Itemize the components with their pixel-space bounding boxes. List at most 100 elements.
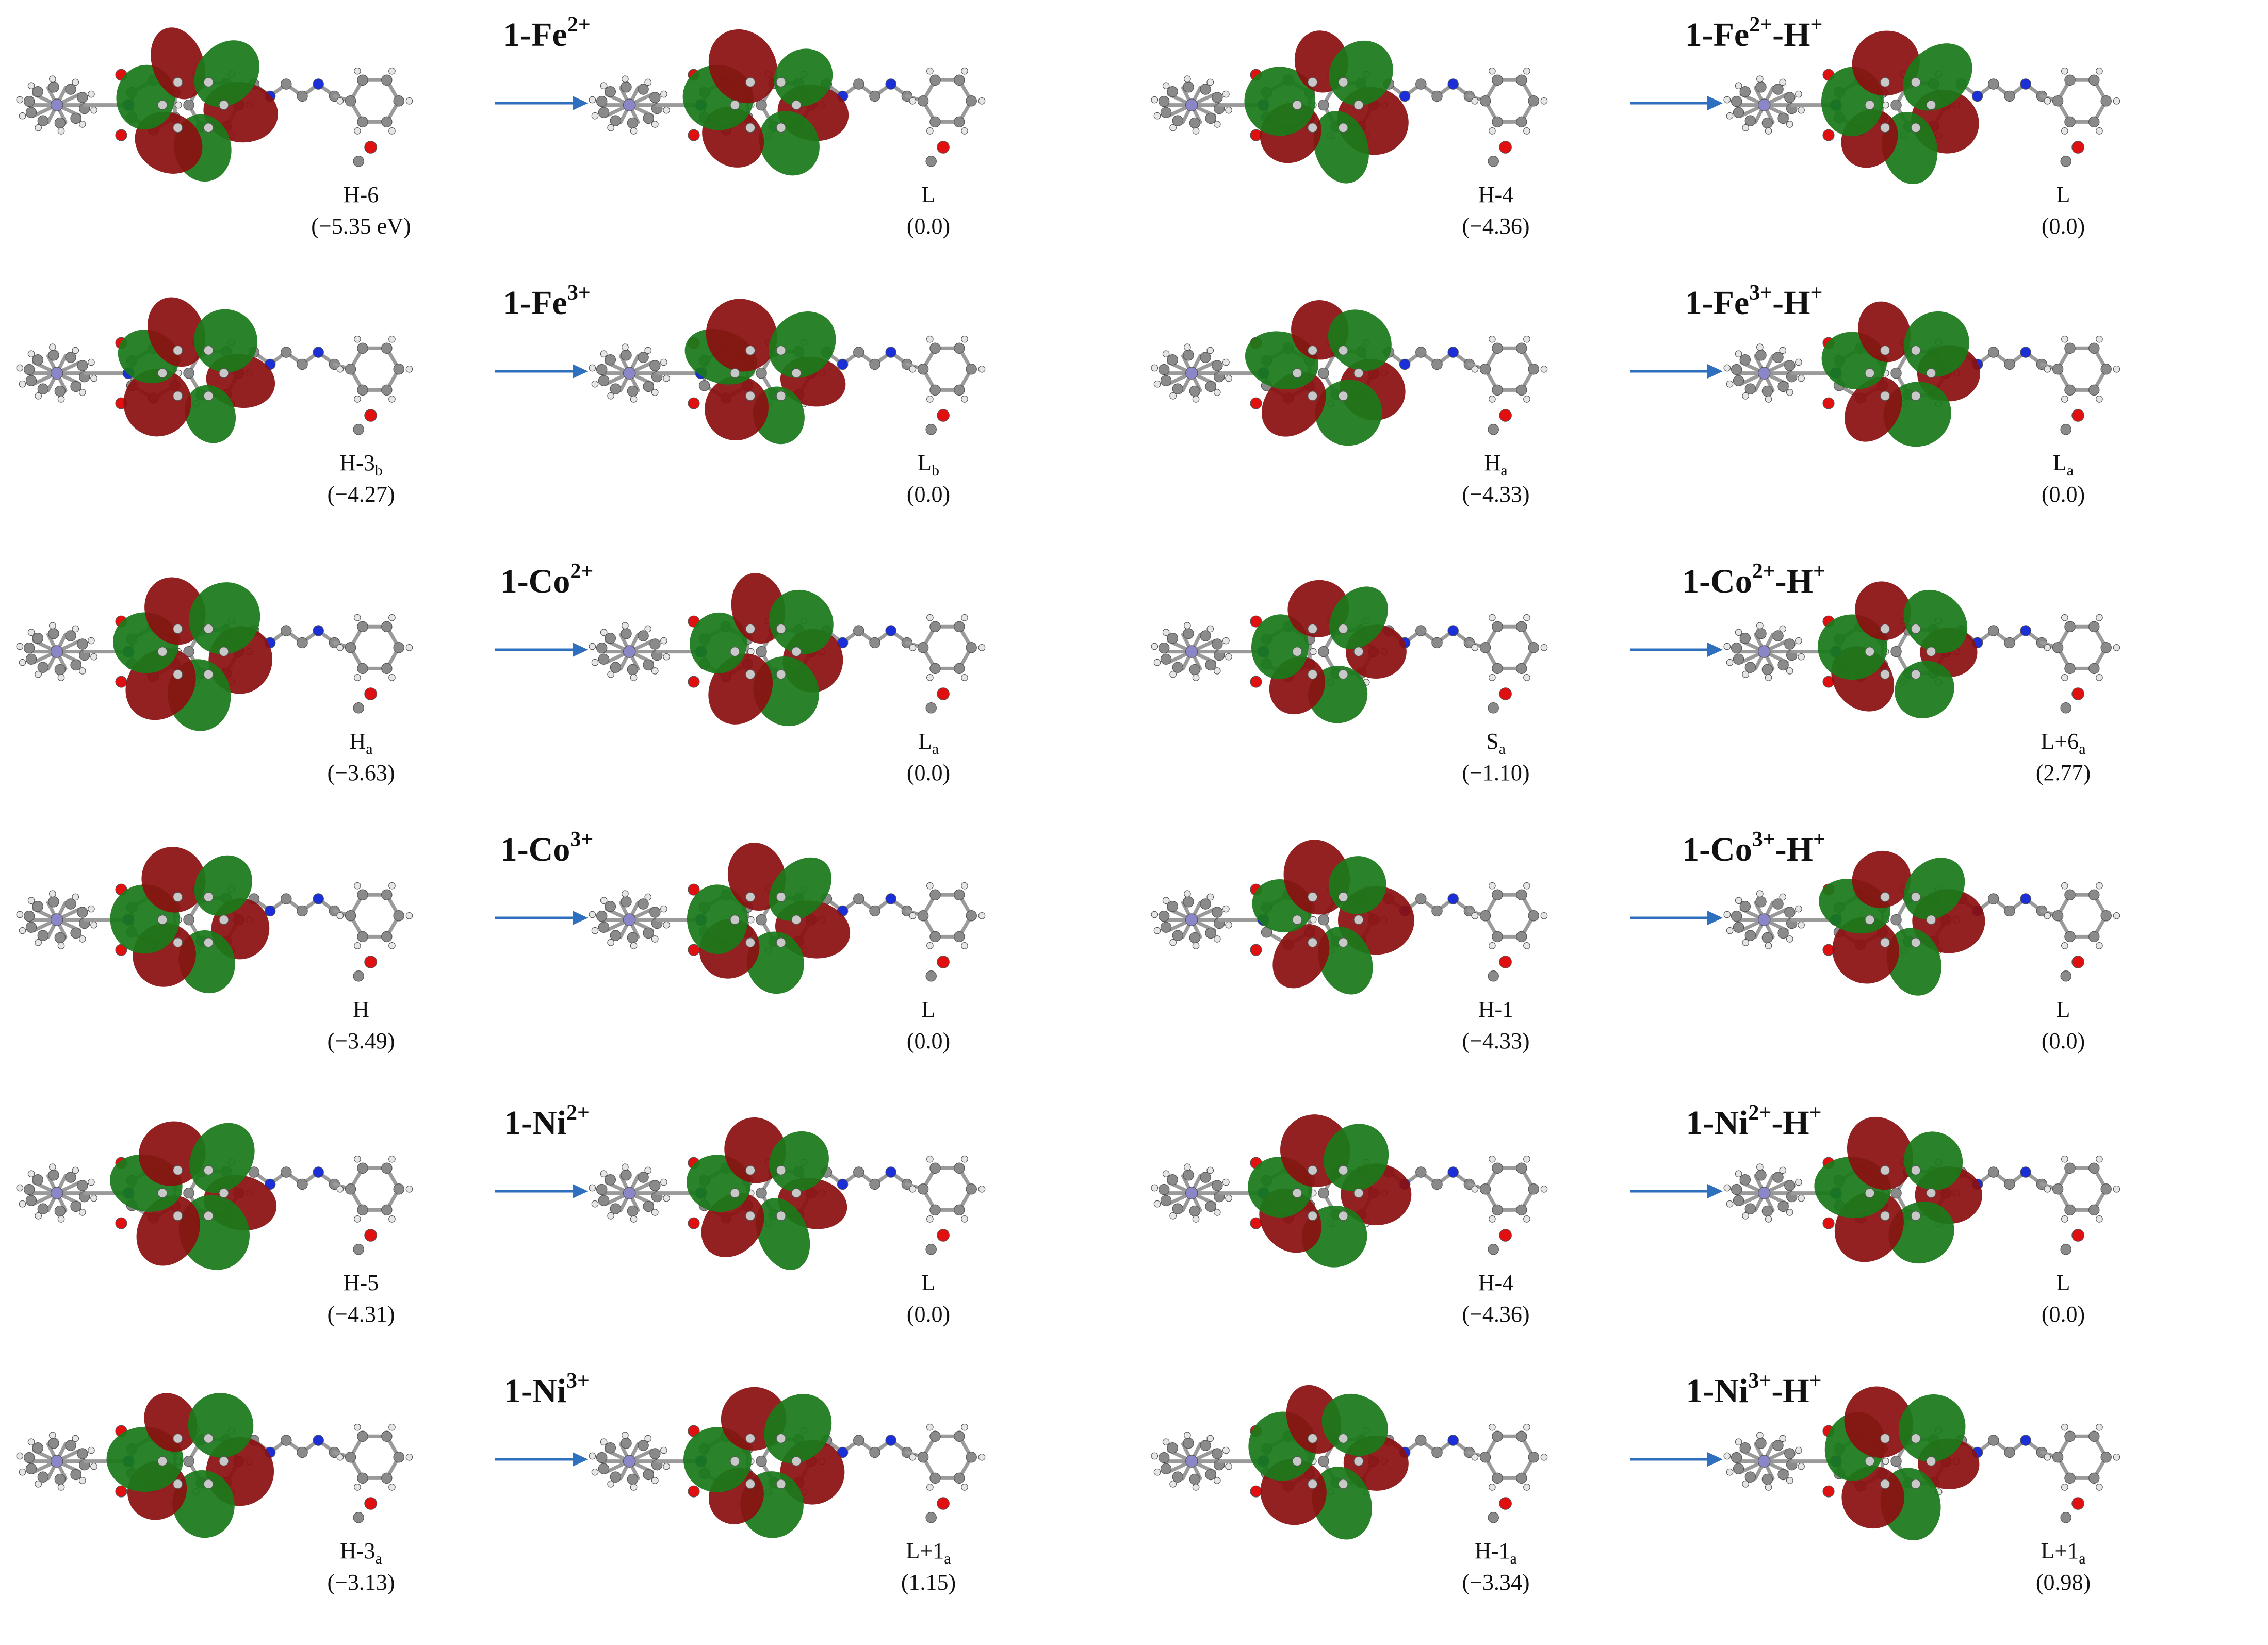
from-orbital-label: H-5(−4.31) bbox=[327, 1269, 395, 1329]
carbon-atom bbox=[1865, 647, 1875, 657]
hydrogen-atom bbox=[1523, 1484, 1530, 1491]
carbon-atom bbox=[756, 367, 767, 379]
hydrogen-atom bbox=[1798, 106, 1805, 114]
hydrogen-atom bbox=[622, 1163, 629, 1171]
carbon-atom bbox=[1528, 642, 1539, 653]
hydrogen-atom bbox=[1795, 358, 1802, 366]
carbon-atom bbox=[643, 112, 654, 124]
carbon-atom bbox=[638, 352, 649, 363]
nitrogen-atom bbox=[2020, 347, 2031, 358]
hydrogen-atom bbox=[644, 78, 652, 86]
hydrogen-atom bbox=[909, 97, 917, 105]
metal-atom bbox=[1185, 1455, 1198, 1468]
orbital-name: H-3 bbox=[339, 450, 375, 475]
carbon-atom bbox=[2064, 1162, 2076, 1174]
carbon-atom bbox=[1479, 1183, 1491, 1195]
hydrogen-atom bbox=[961, 67, 968, 75]
carbon-atom bbox=[776, 937, 786, 948]
carbon-atom bbox=[203, 1479, 214, 1489]
hydrogen-atom bbox=[354, 335, 361, 343]
hydrogen-atom bbox=[1153, 927, 1161, 934]
carbon-atom bbox=[183, 99, 194, 111]
carbon-atom bbox=[2004, 637, 2015, 649]
carbon-atom bbox=[917, 910, 929, 922]
orbital-energy: (−4.33) bbox=[1462, 1028, 1530, 1054]
carbon-atom bbox=[745, 77, 756, 88]
metal-atom bbox=[1185, 367, 1198, 380]
carbon-atom bbox=[1516, 74, 1527, 86]
hydrogen-atom bbox=[660, 90, 667, 98]
carbon-atom bbox=[1880, 1165, 1890, 1176]
carbon-atom bbox=[1761, 117, 1773, 129]
carbon-atom bbox=[776, 669, 786, 680]
hydrogen-atom bbox=[630, 127, 638, 135]
hydrogen-atom bbox=[1222, 1446, 1230, 1454]
hydrogen-atom bbox=[926, 67, 934, 75]
carbon-atom bbox=[1516, 621, 1527, 633]
orbital-name: L+1 bbox=[2041, 1538, 2079, 1564]
hydrogen-atom bbox=[630, 674, 638, 681]
carbon-atom bbox=[745, 892, 756, 902]
carbon-atom bbox=[745, 623, 756, 634]
carbon-atom bbox=[1488, 1244, 1499, 1255]
hydrogen-atom bbox=[600, 1170, 608, 1178]
nitrogen-atom bbox=[885, 1166, 896, 1178]
carbon-atom bbox=[281, 1435, 292, 1446]
hydrogen-atom bbox=[2096, 127, 2103, 135]
orbital-energy: (−3.63) bbox=[327, 760, 395, 785]
arrow-head-icon bbox=[1707, 1452, 1723, 1467]
carbon-atom bbox=[23, 910, 35, 922]
carbon-atom bbox=[345, 1452, 356, 1463]
carbon-atom bbox=[2064, 342, 2076, 354]
hydrogen-atom bbox=[1735, 350, 1742, 358]
carbon-atom bbox=[1488, 424, 1499, 435]
carbon-atom bbox=[1516, 1472, 1527, 1484]
carbon-atom bbox=[157, 915, 168, 925]
carbon-atom bbox=[643, 1469, 654, 1480]
hydrogen-atom bbox=[1742, 392, 1749, 400]
hydrogen-atom bbox=[1153, 380, 1161, 388]
hydrogen-atom bbox=[926, 882, 934, 890]
metal-charge: 3+ bbox=[566, 1369, 590, 1393]
hydrogen-atom bbox=[19, 1200, 26, 1208]
oxygen-atom bbox=[1499, 409, 1512, 422]
metal-atom bbox=[50, 1455, 63, 1468]
hydrogen-atom bbox=[27, 350, 35, 358]
carbon-atom bbox=[219, 368, 229, 379]
proton-charge: + bbox=[1810, 13, 1823, 37]
carbon-atom bbox=[1988, 1166, 1999, 1178]
panel-fe3h: 1-Fe3+-H+Ha(−4.33)La(0.0) bbox=[1135, 278, 2264, 547]
carbon-atom bbox=[1212, 907, 1223, 918]
carbon-atom bbox=[1488, 156, 1499, 167]
hydrogen-atom bbox=[1756, 890, 1764, 898]
hydrogen-atom bbox=[1786, 1209, 1793, 1216]
hydrogen-atom bbox=[926, 1423, 934, 1431]
hydrogen-atom bbox=[1540, 912, 1548, 919]
carbon-atom bbox=[1183, 1437, 1194, 1449]
carbon-atom bbox=[1338, 1433, 1348, 1444]
carbon-atom bbox=[32, 1174, 44, 1186]
hydrogen-atom bbox=[35, 1212, 42, 1220]
oxygen-atom bbox=[2071, 409, 2084, 422]
complex-name: 1-Ni bbox=[1686, 1104, 1749, 1142]
hydrogen-atom bbox=[78, 389, 86, 396]
carbon-atom bbox=[917, 95, 929, 107]
carbon-atom bbox=[925, 1244, 937, 1255]
carbon-atom bbox=[1318, 1455, 1329, 1467]
hydrogen-atom bbox=[78, 935, 86, 943]
carbon-atom bbox=[1731, 642, 1742, 654]
hydrogen-atom bbox=[2113, 1453, 2120, 1461]
hydrogen-atom bbox=[57, 674, 65, 681]
carbon-atom bbox=[1926, 368, 1936, 379]
carbon-atom bbox=[610, 115, 622, 126]
hydrogen-atom bbox=[961, 396, 968, 403]
hydrogen-atom bbox=[2113, 365, 2120, 373]
hydrogen-atom bbox=[2096, 1423, 2103, 1431]
oxygen-atom bbox=[364, 1229, 377, 1242]
carbon-atom bbox=[48, 628, 59, 639]
oxygen-atom bbox=[1250, 944, 1262, 956]
carbon-atom bbox=[745, 391, 756, 401]
carbon-atom bbox=[281, 78, 292, 90]
oxygen-atom bbox=[688, 883, 700, 896]
panel-title: 1-Ni3+ bbox=[504, 1369, 590, 1411]
